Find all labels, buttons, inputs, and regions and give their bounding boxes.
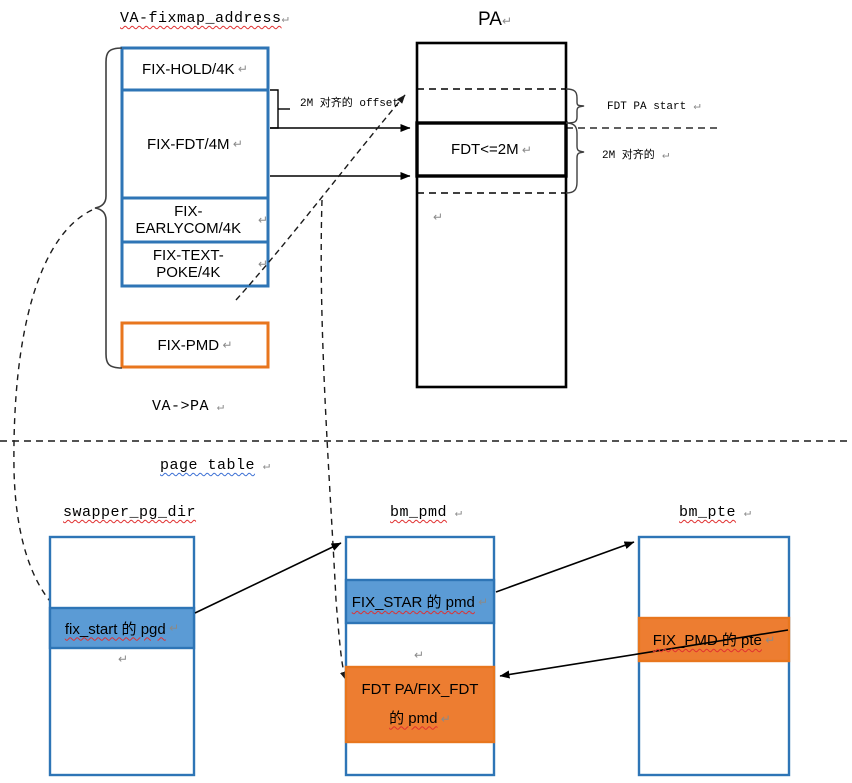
va-group-brace [94, 47, 123, 369]
page-table-caption: page table ↵ [160, 457, 271, 474]
va-to-pa-arrows [270, 124, 411, 180]
table-title-swapper-pg-dir: swapper_pg_dir [63, 504, 197, 521]
fdt-to-pmd-curve [320, 199, 347, 681]
pa-empty-pilcrow: ↵ [433, 210, 444, 224]
offset-curve [235, 94, 406, 301]
table-title-bm-pmd: bm_pmd ↵ [390, 504, 463, 521]
va-title: VA-fixmap_address↵ [120, 10, 290, 27]
table-title-bm-pte: bm_pte ↵ [679, 504, 752, 521]
annotation-fdt-pa-start: FDT PA start ↵ [607, 99, 701, 113]
va-to-pa-caption: VA->PA ↵ [152, 398, 225, 415]
offset-note: 2M 对齐的 offset [300, 98, 400, 110]
offset-bracket [270, 89, 290, 129]
va-block-rects [120, 46, 270, 369]
pgd-empty-pilcrow: ↵ [118, 652, 129, 666]
table-boxes [48, 535, 791, 777]
pa-right-braces [565, 88, 585, 194]
pmd-empty-pilcrow: ↵ [414, 648, 425, 662]
pa-title: PA↵ [478, 9, 512, 30]
table-link-arrows [194, 541, 789, 679]
pa-box [415, 41, 568, 389]
annotation-2m-aligned: 2M 对齐的 ↵ [602, 148, 670, 162]
